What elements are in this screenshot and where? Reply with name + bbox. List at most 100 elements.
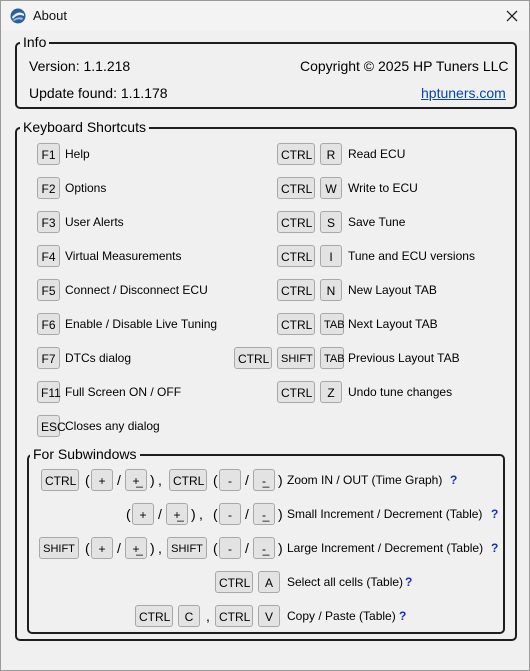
- subwindow-shortcut-label: Copy / Paste (Table): [287, 609, 396, 623]
- shortcut-label: Closes any dialog: [65, 419, 160, 433]
- paren-close: ): [150, 472, 155, 488]
- key-ctrl: CTRL: [41, 469, 79, 491]
- key-w: W: [320, 177, 342, 199]
- help-question-icon[interactable]: ?: [450, 473, 458, 487]
- subwindow-shortcut-label: Small Increment / Decrement (Table): [287, 507, 483, 521]
- key-plus: +: [91, 469, 113, 491]
- shortcut-label: Tune and ECU versions: [348, 249, 475, 263]
- key-tab: TAB: [320, 347, 345, 369]
- key-a: A: [258, 571, 280, 593]
- key-numpad-plus: +̲: [166, 503, 188, 525]
- key-z: Z: [320, 381, 342, 403]
- key-v: V: [258, 605, 280, 627]
- key-shift: SHIFT: [277, 347, 315, 369]
- title-bar[interactable]: About: [1, 1, 529, 31]
- shortcut-label: Write to ECU: [348, 181, 418, 195]
- subwindow-shortcut-label: Select all cells (Table): [287, 575, 404, 589]
- key-f5: F5: [37, 279, 60, 301]
- key-ctrl: CTRL: [277, 279, 315, 301]
- info-legend: Info: [20, 33, 50, 51]
- shortcut-label: Read ECU: [348, 147, 406, 161]
- key-ctrl: CTRL: [277, 143, 315, 165]
- paren-open: (: [126, 506, 131, 522]
- comma: ,: [206, 608, 210, 624]
- comma: ,: [158, 540, 162, 556]
- comma: ,: [199, 506, 203, 522]
- key-s: S: [320, 211, 342, 233]
- hptuners-link[interactable]: hptuners.com: [421, 85, 506, 101]
- shortcut-label: Connect / Disconnect ECU: [65, 283, 208, 297]
- key-c: C: [178, 605, 200, 627]
- key-ctrl: CTRL: [215, 605, 253, 627]
- slash: /: [245, 540, 249, 556]
- paren-close: ): [278, 506, 283, 522]
- key-f2: F2: [37, 177, 60, 199]
- subwindows-group: For Subwindows CTRL ( + / +̲ ) , CTRL ( …: [27, 445, 505, 634]
- copyright-text: Copyright © 2025 HP Tuners LLC: [300, 58, 509, 74]
- paren-open: (: [85, 540, 90, 556]
- paren-open: (: [213, 472, 218, 488]
- shortcut-label: Previous Layout TAB: [348, 351, 460, 365]
- paren-open: (: [213, 506, 218, 522]
- shortcut-label: User Alerts: [65, 215, 124, 229]
- key-f3: F3: [37, 211, 60, 233]
- help-question-icon[interactable]: ?: [491, 541, 499, 555]
- help-question-icon[interactable]: ?: [399, 609, 407, 623]
- key-numpad-plus: +̲: [125, 469, 147, 491]
- subwindow-shortcut-label: Large Increment / Decrement (Table): [287, 541, 484, 555]
- paren-close: ): [191, 506, 196, 522]
- info-group: Info Version: 1.1.218 Update found: 1.1.…: [15, 33, 517, 109]
- key-numpad-minus: -̲: [253, 469, 275, 491]
- key-numpad-plus: +̲: [125, 537, 147, 559]
- key-f1: F1: [37, 143, 60, 165]
- key-f7: F7: [37, 347, 60, 369]
- key-numpad-minus: -̲: [253, 537, 275, 559]
- slash: /: [245, 472, 249, 488]
- version-text: Version: 1.1.218: [29, 58, 131, 74]
- key-esc: ESC: [37, 415, 66, 437]
- shortcut-label: Full Screen ON / OFF: [65, 385, 182, 399]
- key-ctrl: CTRL: [215, 571, 253, 593]
- help-question-icon[interactable]: ?: [491, 507, 499, 521]
- shortcut-label: Options: [65, 181, 107, 195]
- shortcut-label: Help: [65, 147, 90, 161]
- keyboard-shortcuts-legend: Keyboard Shortcuts: [20, 118, 149, 136]
- key-shift: SHIFT: [39, 537, 79, 559]
- key-ctrl: CTRL: [277, 177, 315, 199]
- key-minus: -: [219, 503, 241, 525]
- key-ctrl: CTRL: [169, 469, 207, 491]
- keyboard-shortcuts-group: Keyboard Shortcuts F1 Help F2 Options F3…: [15, 118, 517, 641]
- key-plus: +: [132, 503, 154, 525]
- key-shift: SHIFT: [167, 537, 207, 559]
- key-r: R: [320, 143, 342, 165]
- key-ctrl: CTRL: [277, 313, 315, 335]
- key-ctrl: CTRL: [277, 381, 315, 403]
- paren-open: (: [85, 472, 90, 488]
- key-minus: -: [219, 537, 241, 559]
- slash: /: [245, 506, 249, 522]
- key-minus: -: [219, 469, 241, 491]
- key-f6: F6: [37, 313, 60, 335]
- shortcut-label: Virtual Measurements: [65, 249, 182, 263]
- key-f11: F11: [37, 381, 61, 403]
- key-numpad-minus: -̲: [253, 503, 275, 525]
- key-plus: +: [91, 537, 113, 559]
- update-found-text: Update found: 1.1.178: [29, 85, 168, 101]
- shortcut-label: New Layout TAB: [348, 283, 437, 297]
- key-f4: F4: [37, 245, 60, 267]
- paren-close: ): [278, 540, 283, 556]
- paren-close: ): [278, 472, 283, 488]
- subwindows-legend: For Subwindows: [30, 445, 140, 463]
- slash: /: [158, 506, 162, 522]
- shortcut-label: Next Layout TAB: [348, 317, 438, 331]
- subwindow-shortcut-label: Zoom IN / OUT (Time Graph): [287, 473, 443, 487]
- shortcut-label: DTCs dialog: [65, 351, 132, 365]
- close-icon[interactable]: [501, 5, 523, 27]
- hp-tuners-logo-icon: [10, 8, 26, 24]
- key-n: N: [320, 279, 342, 301]
- slash: /: [117, 540, 121, 556]
- comma: ,: [158, 472, 162, 488]
- shortcut-label: Save Tune: [348, 215, 406, 229]
- key-i: I: [320, 245, 342, 267]
- help-question-icon[interactable]: ?: [405, 575, 413, 589]
